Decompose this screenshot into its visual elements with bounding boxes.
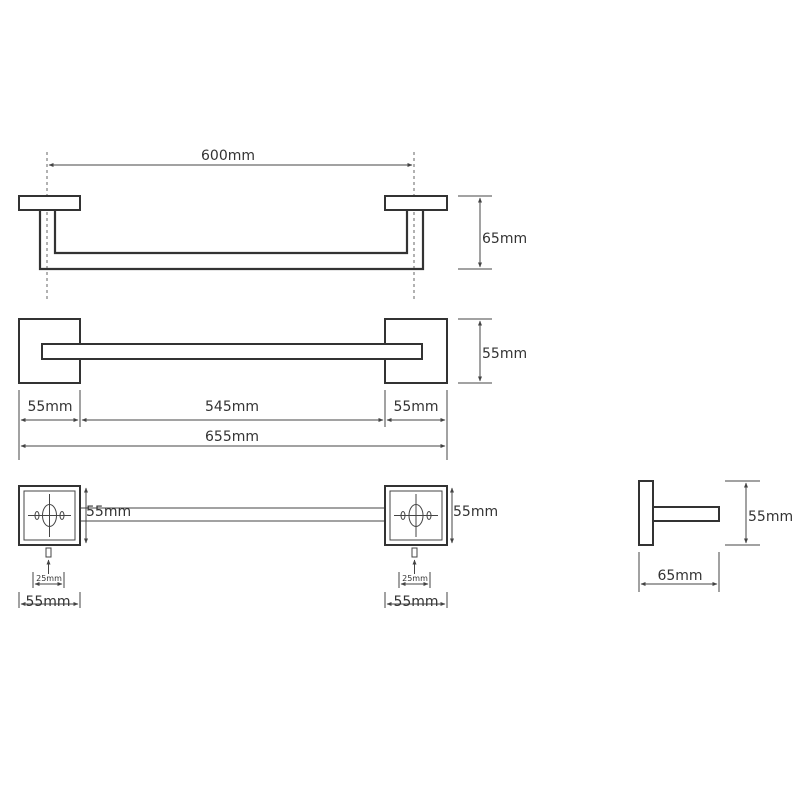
side-plate <box>638 480 654 546</box>
dimension-label-left-25: 25mm <box>36 574 62 583</box>
wall-plate-top-right <box>384 195 448 211</box>
wall-plate-top-left <box>18 195 81 211</box>
dimension-label-right-bottom-55: 55mm <box>393 594 438 610</box>
dimension-label-left-55: 55mm <box>27 399 72 415</box>
dimension-label-side-65: 65mm <box>657 568 702 584</box>
dimension-label-side-55: 55mm <box>748 509 793 525</box>
dimension-label-left-bottom-55: 55mm <box>25 594 70 610</box>
screw-icon <box>45 547 52 558</box>
towel-bar-front <box>41 343 423 360</box>
top-view: 600mm 65mm <box>18 148 527 300</box>
dimension-label-655: 655mm <box>205 429 259 445</box>
screw-icon <box>411 547 418 558</box>
dimension-label-right-25: 25mm <box>402 574 428 583</box>
mounting-view: 25mm 55mm 55mm 25mm 55mm 55mm <box>18 485 498 610</box>
dimension-label-600: 600mm <box>201 148 255 164</box>
mount-plate-right-inner <box>389 490 443 541</box>
dimension-label-right-55: 55mm <box>393 399 438 415</box>
dimension-label-front-55: 55mm <box>482 346 527 362</box>
dimension-label-545: 545mm <box>205 399 259 415</box>
front-view: 55mm 55mm 545mm 55mm 655mm <box>18 318 527 460</box>
side-bar <box>652 506 720 522</box>
mount-plate-left-inner <box>23 490 76 541</box>
towel-bar-top-outline <box>38 210 425 271</box>
dimension-label-right-plate-55: 55mm <box>453 504 498 520</box>
dimension-label-65: 65mm <box>482 231 527 247</box>
dimension-label-left-plate-55: 55mm <box>86 504 131 520</box>
side-view: 55mm 65mm <box>638 480 793 592</box>
